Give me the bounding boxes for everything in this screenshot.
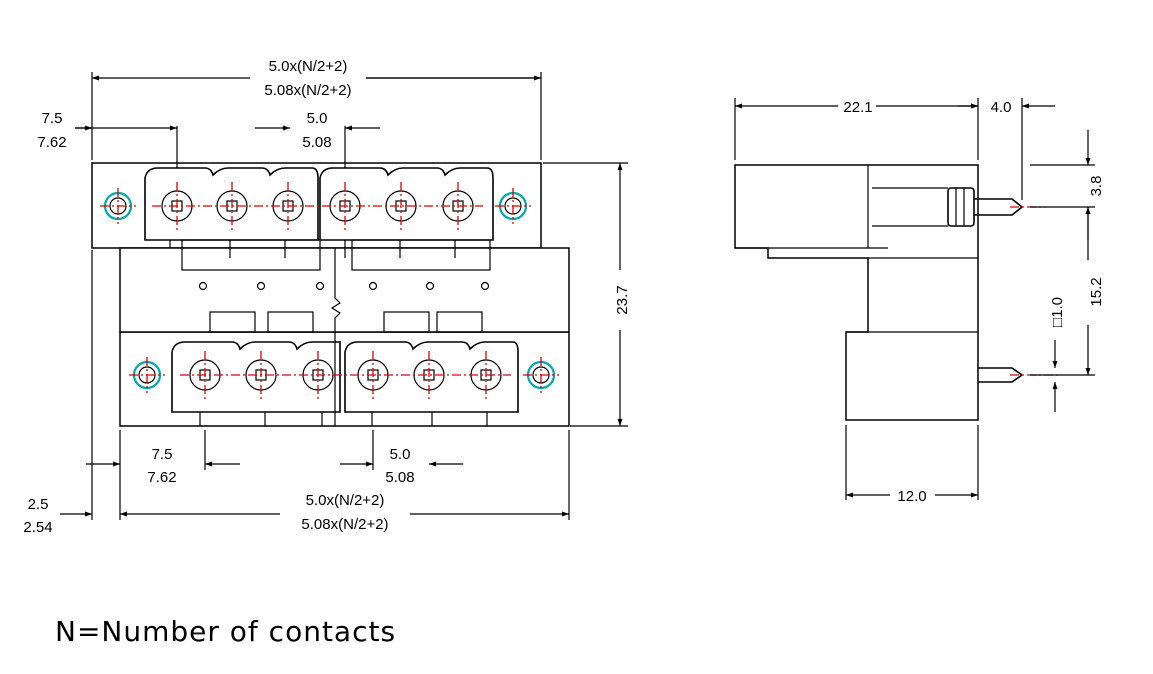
front-view: 5.0x(N/2+2) 5.08x(N/2+2) 7.5 7.62 5.0 5.…: [23, 58, 631, 536]
top-offset-in-label: 7.62: [37, 134, 66, 151]
side-pin-offset-label: 3.8: [1088, 176, 1105, 197]
side-pin-length-label: 4.0: [991, 99, 1012, 116]
middle-section: [119, 247, 570, 333]
top-plug-housing: [144, 167, 494, 271]
edge-in-label: 2.54: [23, 519, 52, 536]
side-upper-pin: [872, 187, 1024, 227]
alignment-holes: [198, 281, 490, 291]
bottom-offset-mm-label: 7.5: [152, 446, 173, 463]
bottom-width-mm-label: 5.0x(N/2+2): [306, 492, 385, 509]
top-contacts: [152, 182, 483, 232]
contacts-note: N=Number of contacts: [55, 615, 396, 648]
break-line: [330, 248, 341, 426]
edge-mm-label: 2.5: [28, 496, 49, 513]
bottom-pitch-in-label: 5.08: [385, 469, 414, 486]
mounting-hole-top-right: [495, 188, 531, 224]
top-width-mm-label: 5.0x(N/2+2): [269, 58, 348, 75]
side-length-label: 22.1: [843, 99, 872, 116]
bottom-contacts: [180, 351, 511, 400]
top-pitch-in-label: 5.08: [302, 134, 331, 151]
top-offset-mm-label: 7.5: [42, 110, 63, 127]
mounting-hole-bottom-right: [523, 357, 559, 393]
bottom-width-in-label: 5.08x(N/2+2): [301, 516, 388, 533]
latch-tabs: [209, 311, 483, 333]
mounting-hole-bottom-left: [129, 357, 165, 393]
bottom-plug-housing: [171, 341, 519, 426]
side-view: 22.1 4.0 3.8 15.2 □1.0 12.0: [734, 98, 1105, 505]
top-width-in-label: 5.08x(N/2+2): [264, 82, 351, 99]
bottom-offset-in-label: 7.62: [147, 469, 176, 486]
bottom-pitch-mm-label: 5.0: [390, 446, 411, 463]
side-body: [734, 164, 979, 421]
height-label: 23.7: [614, 285, 631, 314]
mounting-hole-top-left: [100, 188, 136, 224]
side-row-spacing-label: 15.2: [1088, 277, 1105, 306]
top-pitch-mm-label: 5.0: [307, 110, 328, 127]
side-width-label: 12.0: [897, 488, 926, 505]
side-pin-square-label: □1.0: [1049, 297, 1066, 327]
